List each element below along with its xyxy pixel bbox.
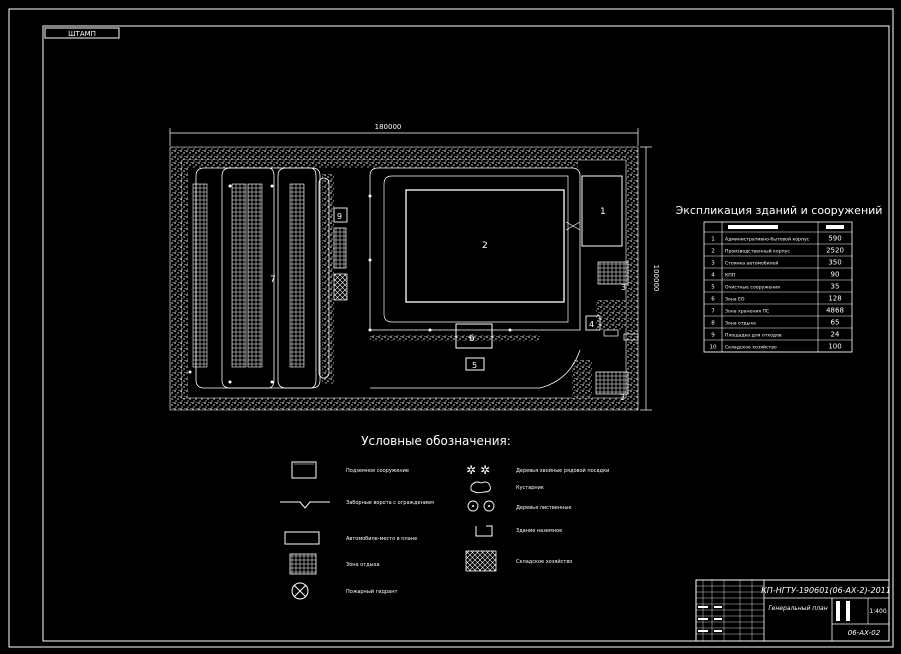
warehouse-10 [333, 273, 348, 301]
explication-row-value: 35 [831, 283, 840, 291]
conifer-trees-icon: ✲ ✲ [466, 463, 490, 477]
explication-row-value: 90 [831, 271, 840, 279]
svg-text:4: 4 [589, 320, 594, 329]
explication-row-value: 2520 [826, 247, 844, 255]
fire-hydrant-icon [291, 582, 309, 600]
svg-text:9: 9 [337, 212, 342, 221]
zone-eo-6: 6 [455, 323, 493, 349]
site-plan: 180000 100000 7 [169, 123, 660, 411]
svg-text:Подземное сооружение: Подземное сооружение [346, 468, 409, 474]
svg-text:✲: ✲ [480, 463, 490, 477]
drawing-scale: 1:400 [869, 608, 886, 615]
svg-text:✲: ✲ [466, 463, 476, 477]
explication-title: Экспликация зданий и сооружений [676, 204, 883, 217]
svg-text:Кустарник: Кустарник [516, 485, 544, 491]
explication-row-name: Зона отдыха [725, 321, 756, 327]
explication-row-name: Площадка для отходов [725, 333, 782, 339]
explication-row-number: 9 [711, 333, 715, 339]
zone-7-label: 7 [270, 275, 276, 285]
checkpoint-4: 4 [585, 315, 639, 341]
waste-site-9 [333, 207, 348, 223]
explication: Экспликация зданий и сооружений 1 Админис… [676, 204, 883, 353]
explication-row-number: 5 [711, 285, 715, 291]
explication-row-value: 350 [828, 259, 841, 267]
explication-row-number: 1 [711, 237, 715, 243]
explication-row-value: 4868 [826, 307, 844, 315]
explication-row-value: 128 [828, 295, 841, 303]
svg-text:3: 3 [620, 393, 625, 402]
explication-row-number: 8 [711, 321, 715, 327]
explication-row-name: Очистные сооружения [725, 285, 780, 291]
svg-text:2: 2 [482, 241, 488, 251]
legend-title: Условные обозначения: [361, 434, 511, 448]
explication-row-name: Стоянка автомобилей [725, 260, 778, 267]
parking-space-icon [284, 531, 320, 545]
sheet-code: 06-АХ-02 [848, 629, 881, 637]
explication-row-number: 3 [711, 261, 715, 267]
explication-row-number: 7 [711, 309, 715, 315]
parking-3-top: 3 [597, 261, 629, 292]
shrub-icon [470, 481, 491, 494]
svg-text:Пожарный гидрант: Пожарный гидрант [346, 588, 397, 595]
gate-fence-icon [280, 501, 330, 509]
height-dimension: 100000 [652, 265, 660, 292]
explication-row-number: 6 [711, 297, 715, 303]
drawing-name: Генеральный план [768, 605, 827, 612]
title-block: КП-НГТУ-190601(06-АХ-2)-2011 Генеральный… [695, 579, 891, 642]
explication-row-value: 65 [831, 319, 840, 327]
explication-row-name: Производственный корпус [725, 248, 790, 255]
svg-text:Здание наземное: Здание наземное [516, 528, 562, 534]
treatment-5: 5 [465, 357, 485, 371]
width-dimension: 180000 [375, 123, 402, 131]
parking-3-bottom: 3 [595, 371, 629, 402]
admin-building-1: 1 [565, 175, 623, 247]
svg-text:Зона отдыха: Зона отдыха [346, 562, 380, 568]
explication-row-name: Складское хозяйство [725, 344, 777, 351]
explication-row-number: 4 [711, 273, 715, 279]
explication-row-number: 2 [711, 249, 715, 255]
svg-text:5: 5 [472, 361, 477, 370]
deciduous-trees-icon [467, 500, 495, 512]
sheet-outer-frame [8, 8, 894, 648]
underground-structure-icon [291, 461, 317, 479]
warehouse-icon [465, 550, 497, 572]
explication-row-value: 24 [831, 331, 840, 339]
ground-building-icon [475, 525, 493, 537]
explication-row-number: 10 [710, 345, 717, 351]
rest-zone-icon [289, 553, 317, 575]
explication-row-name: Зона хранения ПС [725, 309, 769, 315]
sheet-inner-frame [42, 25, 890, 642]
production-building-2: 2 [383, 175, 569, 323]
svg-text:3: 3 [621, 283, 626, 292]
rest-zone-8 [333, 227, 347, 269]
explication-row-value: 590 [828, 235, 841, 243]
title-code: КП-НГТУ-190601(06-АХ-2)-2011 [761, 586, 891, 595]
svg-text:Складское хозяйство: Складское хозяйство [516, 558, 572, 565]
svg-text:Автомобиле-место в плане: Автомобиле-место в плане [346, 536, 417, 542]
top-stamp: ШТАМП [44, 27, 120, 39]
svg-text:6: 6 [469, 334, 475, 344]
svg-text:1: 1 [600, 207, 606, 217]
legend: Условные обозначения: ✲ ✲ Подземное соор… [280, 434, 609, 600]
explication-row-name: Зона ЕО [725, 297, 745, 303]
svg-text:Деревья лиственные: Деревья лиственные [516, 505, 571, 511]
svg-text:Деревья хвойные рядовой посадк: Деревья хвойные рядовой посадки [516, 467, 609, 474]
stamp-text: ШТАМП [68, 30, 96, 38]
explication-row-name: Административно-бытовой корпус [725, 236, 810, 243]
explication-row-value: 100 [828, 343, 841, 351]
parking-area: 7 [192, 167, 330, 389]
svg-text:Заборные ворота с ограждением: Заборные ворота с ограждением [346, 500, 434, 506]
explication-row-name: КПП [725, 273, 735, 279]
